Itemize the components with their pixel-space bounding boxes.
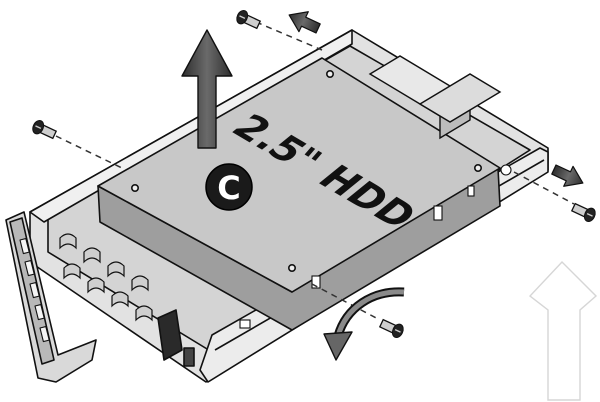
guide-line xyxy=(255,21,323,51)
arrow-icon xyxy=(551,164,584,187)
guide-line xyxy=(55,135,123,169)
sata-connector xyxy=(368,55,502,140)
step-badge-icon xyxy=(205,163,253,211)
screw-icon xyxy=(378,318,404,339)
screw-icon xyxy=(32,119,58,140)
step-badge-label: C xyxy=(217,169,240,207)
handle-latch xyxy=(157,309,183,361)
arrow-icon xyxy=(288,11,321,34)
faint-arrow-icon xyxy=(528,260,598,401)
tray-left-rail xyxy=(29,29,353,223)
guide-line xyxy=(513,171,575,205)
hdd-hole xyxy=(325,70,334,79)
hdd-top xyxy=(97,57,501,293)
screw-icon xyxy=(236,9,262,30)
latch-button xyxy=(183,347,195,367)
guide-lines xyxy=(55,21,575,321)
curved-arrow-icon xyxy=(323,287,405,361)
tray-front-grille xyxy=(59,233,153,322)
screw-icon xyxy=(570,202,596,223)
guide-line xyxy=(311,283,381,321)
hdd-hole xyxy=(131,184,140,193)
hdd-hole xyxy=(287,263,296,272)
lift-arrow-icon xyxy=(181,29,233,149)
hdd-hole xyxy=(473,164,482,173)
tray-handle xyxy=(5,211,195,383)
handle-vents xyxy=(19,237,50,343)
hdd xyxy=(97,57,501,331)
rail-holes xyxy=(239,164,512,329)
